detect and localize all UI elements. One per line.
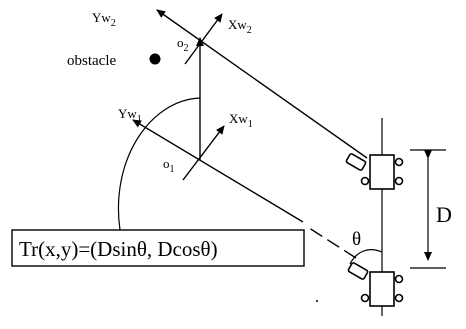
frame2-x-axis [184, 13, 223, 65]
frame2-x-label: Xw2 [228, 17, 252, 36]
angle-label: θ [352, 229, 361, 250]
distance-label: D [436, 202, 452, 227]
frame1-y-label: Yw1 [118, 106, 142, 125]
origin2-label: o2 [177, 35, 189, 54]
obstacle-label: obstacle [67, 53, 116, 69]
stray-mark [316, 300, 318, 302]
origin1-label: o1 [163, 156, 175, 175]
frame1-y-axis-solid [132, 119, 304, 223]
transform-formula: Tr(x,y)=(Dsinθ, Dcosθ) [19, 237, 218, 261]
frame1-x-axis [182, 125, 225, 181]
frame1-y-axis-dashed [305, 225, 357, 259]
frame2-y-label: Yw2 [92, 10, 116, 29]
obstacle-dot [149, 53, 161, 65]
angle-arc-theta [349, 249, 383, 265]
transform-box [11, 229, 305, 267]
frame1-x-label: Xw1 [229, 111, 253, 130]
frame2-y-axis [156, 9, 368, 159]
robot-lower [347, 262, 404, 307]
robot-upper [345, 153, 404, 190]
leader-arc-large [118, 97, 201, 231]
